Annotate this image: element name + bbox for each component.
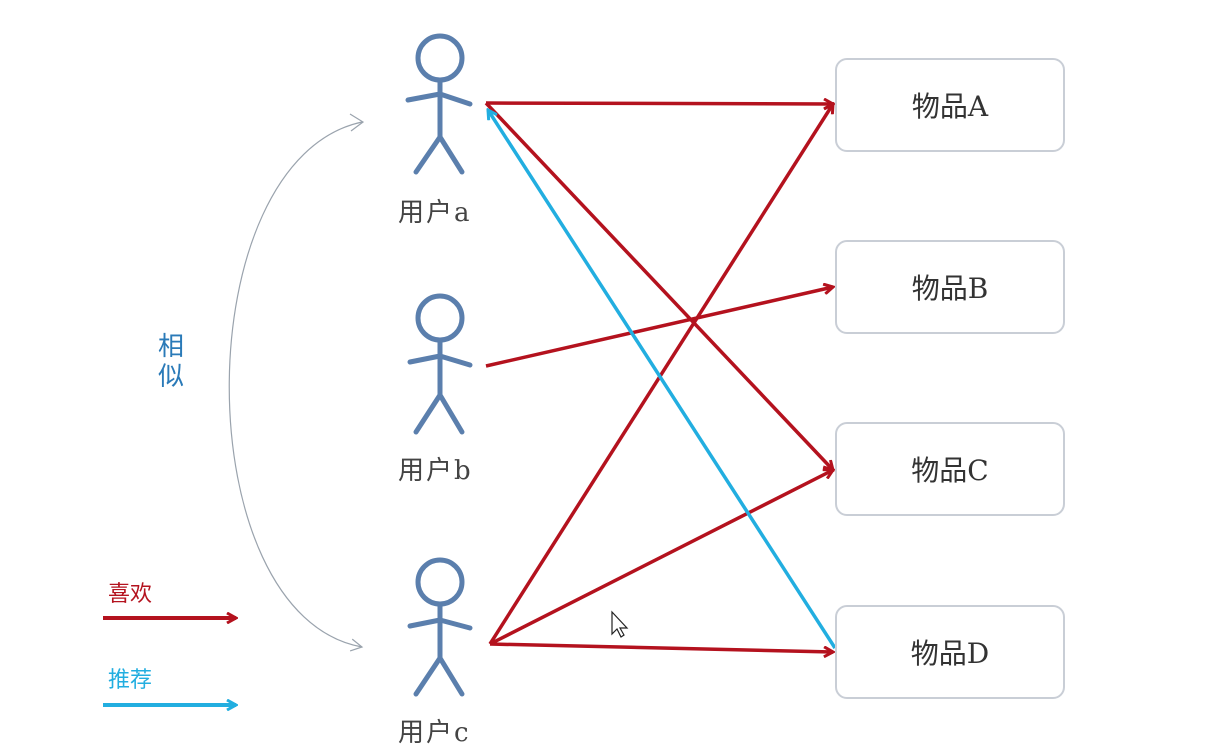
edge-like-c-D [489, 642, 833, 652]
cursor-icon [611, 610, 629, 638]
edge-like-a-C [484, 101, 833, 470]
user-a-figure [405, 33, 473, 175]
legend-recommend-label: 推荐 [108, 668, 153, 693]
similar-arc-head-top [349, 113, 365, 132]
similar-label: 相似 [157, 332, 184, 392]
edges-group [484, 101, 837, 652]
user-c-figure [407, 557, 473, 697]
item-b-label: 物品B [911, 272, 989, 305]
similar-arc [228, 121, 364, 652]
edge-like-c-C [489, 470, 833, 646]
legend-like-label: 喜欢 [108, 582, 153, 607]
edge-like-a-A [485, 103, 833, 104]
item-c-label: 物品C [911, 454, 989, 487]
item-d-box: 物品D [835, 605, 1065, 699]
user-c-label: 用户c [398, 718, 471, 748]
item-b-box: 物品B [835, 240, 1065, 334]
item-d-label: 物品D [910, 637, 990, 670]
edge-recommend-D-a [488, 110, 837, 649]
edge-like-c-A [488, 104, 833, 645]
edge-like-b-B [485, 287, 833, 368]
item-a-box: 物品A [835, 58, 1065, 152]
user-a-label: 用户a [398, 198, 472, 228]
item-a-label: 物品A [911, 90, 989, 123]
user-b-label: 用户b [398, 456, 473, 486]
user-b-figure [407, 293, 473, 435]
item-c-box: 物品C [835, 422, 1065, 516]
